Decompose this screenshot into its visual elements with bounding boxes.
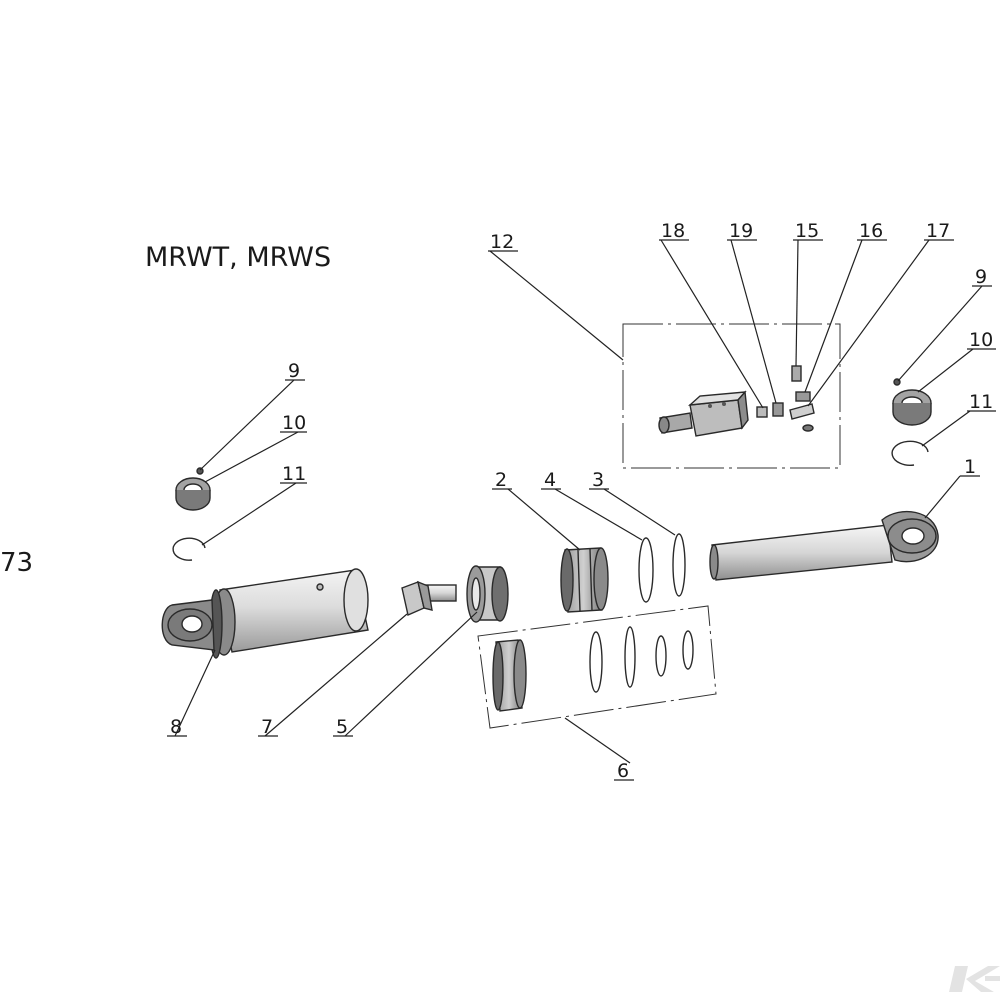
valve-fittings-part (756, 365, 815, 432)
callout-3: 3 (592, 469, 604, 491)
seal-kit-frame (477, 605, 717, 729)
callout-11-right: 11 (969, 391, 993, 413)
callout-6: 6 (617, 760, 629, 782)
bolt-part (401, 580, 457, 616)
callout-15: 15 (795, 220, 819, 242)
gland-part (466, 565, 509, 623)
valve-kit-frame (622, 323, 841, 469)
callout-8: 8 (170, 716, 182, 738)
callout-9-left: 9 (288, 360, 300, 382)
callout-4: 4 (544, 469, 556, 491)
callout-10-left: 10 (282, 412, 306, 434)
valve-block-part (658, 390, 749, 437)
callout-5: 5 (336, 716, 348, 738)
callout-16: 16 (859, 220, 883, 242)
diagram-title: MRWT, MRWS (145, 242, 331, 273)
callout-11-left: 11 (282, 463, 306, 485)
left-circlip-part (172, 537, 206, 561)
leader-lines (174, 239, 983, 764)
page-number: 73 (0, 548, 33, 578)
callout-10-right: 10 (969, 329, 993, 351)
callout-9-right: 9 (975, 266, 987, 288)
piston-part (560, 547, 609, 613)
piston-rod-part (709, 510, 939, 581)
callout-19: 19 (729, 220, 753, 242)
callout-7: 7 (261, 716, 273, 738)
right-bushing-part (892, 378, 932, 426)
callout-underlines (167, 239, 996, 781)
callout-17: 17 (926, 220, 950, 242)
callout-1: 1 (964, 456, 976, 478)
left-bushing-part (175, 467, 211, 511)
seal-ring-3-part (672, 533, 686, 597)
callout-18: 18 (661, 220, 685, 242)
callout-2: 2 (495, 469, 507, 491)
seal-kit-contents (492, 626, 694, 712)
brand-logo-icon (949, 966, 1000, 992)
seal-ring-4-part (638, 537, 654, 603)
callout-12: 12 (490, 231, 514, 253)
cylinder-body-part (161, 568, 369, 659)
